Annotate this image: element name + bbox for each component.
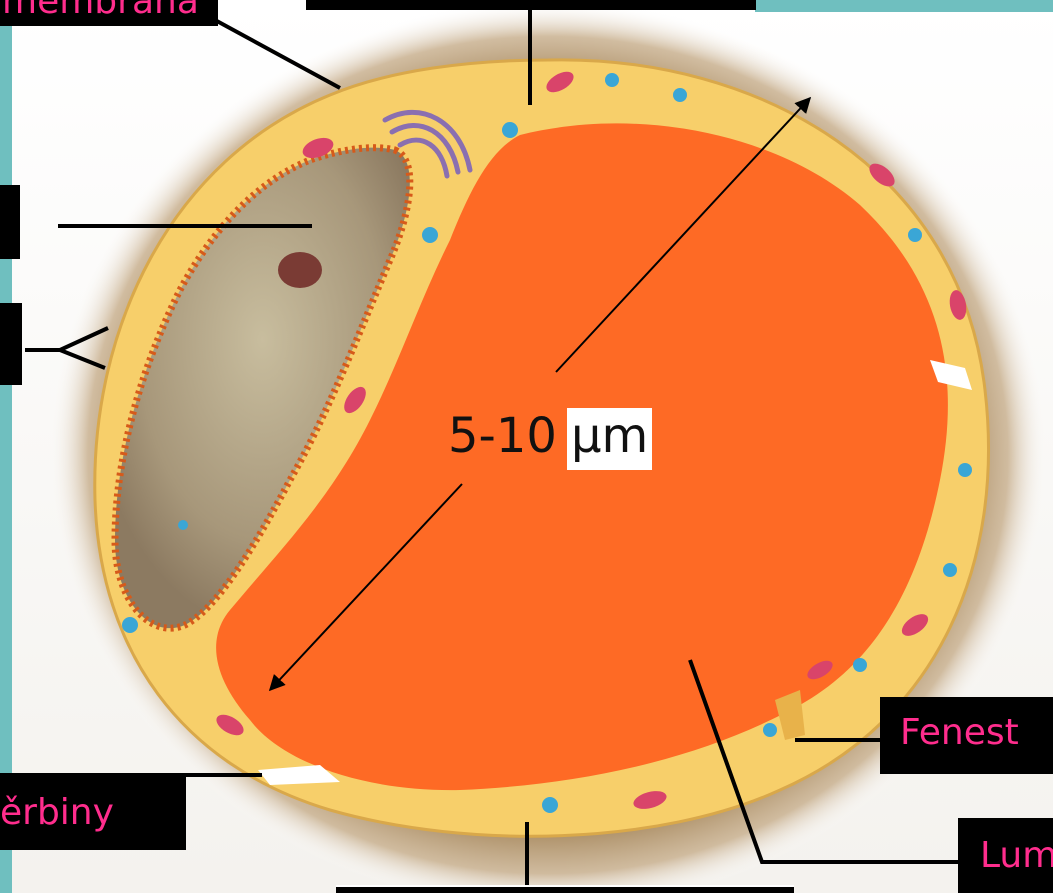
label-sterbiny-text: ěrbiny: [0, 795, 186, 831]
label-membrana: membrana: [0, 0, 218, 26]
scale-unit: μm: [567, 408, 652, 470]
label-fenestrace: Fenest: [880, 697, 1053, 774]
label-bottom-box: [336, 885, 794, 893]
label-top-box: [306, 0, 756, 10]
label-lumen-text: Lum: [980, 838, 1053, 874]
scale-value: 5-10: [448, 412, 557, 460]
label-fenestrace-text: Fenest: [900, 715, 1053, 751]
label-left-box: y: [0, 303, 22, 385]
label-sterbiny: ěrbiny: [0, 773, 186, 850]
nucleolus: [278, 252, 322, 288]
label-lumen: Lum: [958, 818, 1053, 893]
label-nucleus-box: [0, 185, 20, 259]
label-membrana-text: membrana: [2, 0, 218, 20]
